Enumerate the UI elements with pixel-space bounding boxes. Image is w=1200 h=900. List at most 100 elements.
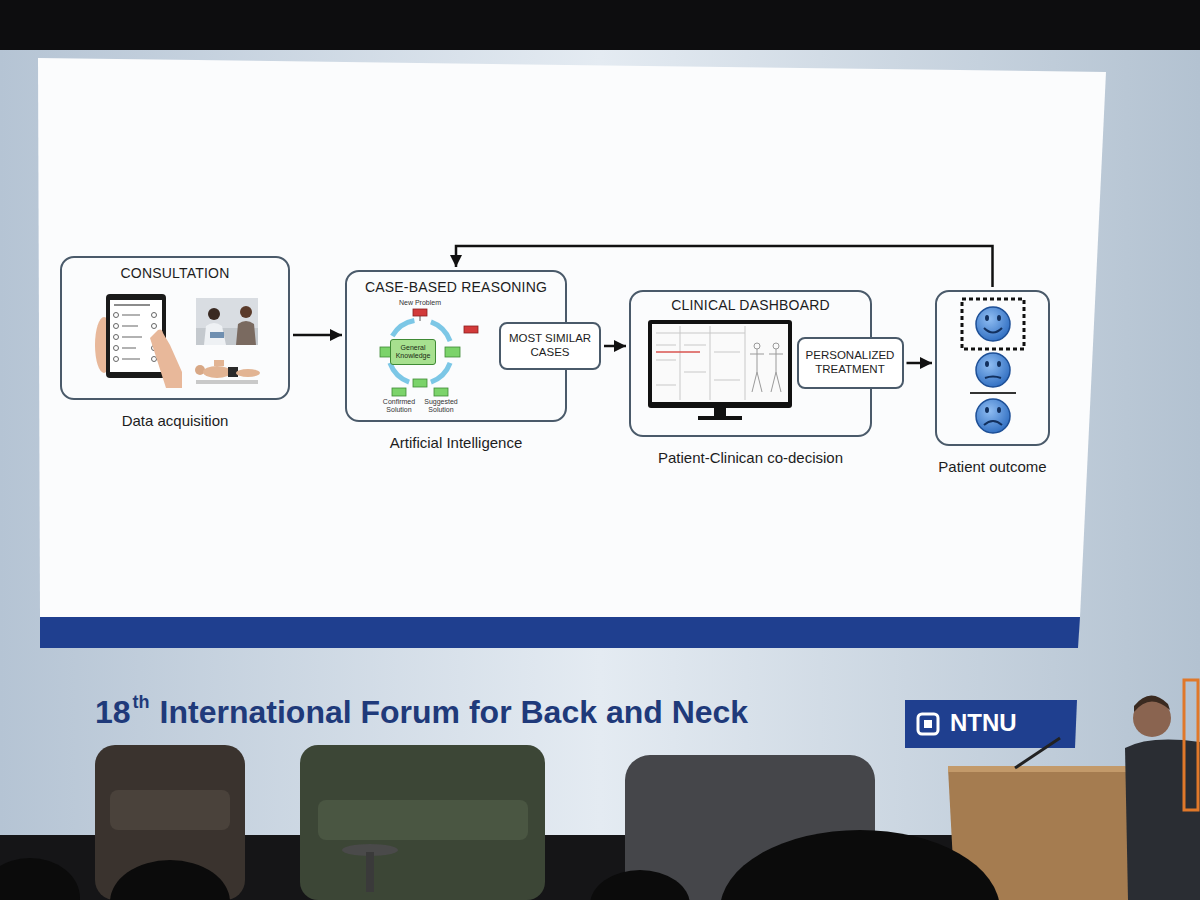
tablet-illustration [114,357,119,362]
cbr-cycle [380,309,478,396]
box-caption: Data acquisition [122,412,229,429]
outcome-faces [976,353,1010,387]
cbr-cycle [413,379,427,387]
flow-arrow [293,334,342,337]
cycle-label: Suggested Solution [421,398,461,413]
tablet-illustration [122,315,142,359]
flow-arrow [604,345,626,348]
box-caption: Artificial Intelligence [390,434,523,451]
stage-box: CONSULTATIONData acquisition [60,256,290,400]
outcome-faces [997,315,1001,321]
patient-illustration [214,360,224,366]
patient-illustration [236,369,260,377]
monitor-illustration [648,320,792,408]
monitor-illustration [656,326,745,400]
cbr-cycle [434,388,448,396]
monitor-illustration [710,326,711,400]
box-heading: CLINICAL DASHBOARD [631,292,870,313]
monitor-illustration [656,345,676,346]
outcome-faces [962,299,1024,433]
tablet-illustration [122,336,142,338]
room-furniture [1184,680,1198,810]
monitor-illustration [680,326,681,400]
box-heading: CASE-BASED REASONING [347,272,565,295]
slide [38,58,1106,617]
output-tag: MOST SIMILAR CASES [499,322,601,370]
consultation-photo [240,306,252,318]
consultation-photo [208,308,220,320]
room-furniture [948,766,1140,772]
room-furniture [720,830,1000,900]
monitor-illustration [714,380,740,381]
monitor-illustration [773,343,779,349]
room-furniture [318,800,528,840]
tablet-illustration [114,324,119,329]
room-furniture [300,745,545,900]
room-furniture [1015,738,1060,768]
tablet-illustration [122,325,138,327]
footer-title: th [133,692,150,713]
logo-box [905,700,1077,748]
logo-box [918,714,938,734]
tablet-illustration [122,347,136,349]
monitor-illustration [684,345,706,346]
cbr-cycle [420,316,421,321]
room-furniture [0,680,1200,900]
logo-box [905,700,1077,748]
outcome-faces [985,315,989,321]
tablet-illustration [150,329,182,388]
flow-arrow [907,362,933,365]
outcome-faces [984,421,1002,425]
monitor-illustration [656,385,676,386]
patient-illustration [203,366,231,378]
patient-illustration [195,360,260,384]
monitor-illustration [656,333,745,334]
outcome-faces [997,407,1001,413]
box-caption: Patient-Clinican co-decision [658,449,843,466]
outcome-faces [985,377,1001,379]
monitor-illustration [652,324,788,402]
stage-box: Patient outcome [935,290,1050,446]
footer-title: International Forum for Back and Neck [160,694,749,731]
room-furniture [110,860,230,900]
outcome-faces [976,399,1010,433]
room-furniture [110,790,230,830]
outcome-faces [984,328,1002,425]
outcome-faces [985,315,1001,413]
outcome-faces [970,392,1016,394]
monitor-illustration [745,326,746,400]
cbr-cycle [431,363,450,382]
monitor-illustration [656,351,700,353]
monitor-illustration [714,352,740,353]
knowledge-box: General Knowledge [390,339,436,365]
cbr-cycle [390,321,450,383]
room-furniture [1134,695,1170,712]
monitor-illustration [684,372,706,373]
monitor-illustration [754,343,760,349]
output-tag: PERSONALIZED TREATMENT [797,337,904,389]
cbr-cycle [392,388,406,396]
tablet-illustration [114,304,150,306]
room-furniture [0,858,80,900]
monitor-illustration [769,349,783,392]
monitor-illustration [656,360,676,361]
slide-band [40,617,1080,648]
box-label: PERSONALIZED TREATMENT [805,349,896,377]
outcome-faces [976,307,1010,433]
monitor-illustration [750,349,764,392]
tablet-illustration [114,346,119,351]
cycle-label: Confirmed Solution [379,398,419,413]
tablet-illustration [114,313,119,318]
outcome-faces [985,407,989,413]
tablet-illustration [122,314,140,316]
footer-title: 18 [95,694,131,731]
tablet-illustration [152,357,157,362]
outcome-faces [976,307,1010,341]
patient-illustration [196,380,258,384]
box-label: MOST SIMILAR CASES [507,332,593,360]
tablet-illustration [114,335,119,340]
box-heading: CONSULTATION [62,258,288,281]
tablet-illustration [152,324,157,329]
